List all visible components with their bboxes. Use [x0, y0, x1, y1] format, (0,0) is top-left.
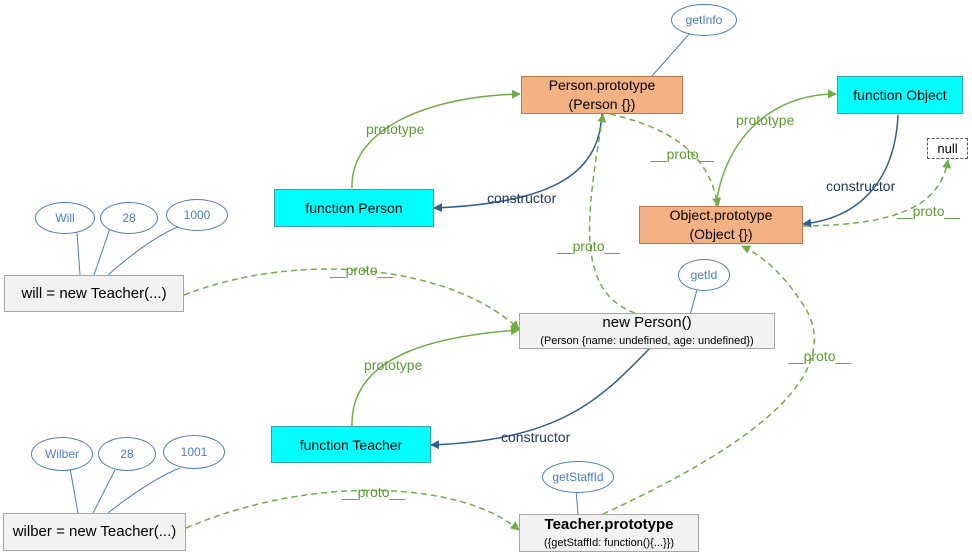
link-getinfo	[651, 32, 691, 77]
edge-teacherproto-proto	[602, 245, 816, 515]
label-object-constructor: constructor	[826, 178, 896, 194]
link-getid	[689, 289, 698, 316]
function-person-node: function Person	[274, 189, 434, 227]
new-person-title: new Person()	[602, 314, 692, 331]
edge-objectproto-proto	[802, 159, 952, 227]
wilber-name-property: Wilber	[31, 437, 93, 471]
edge-teacher-prototype	[351, 326, 520, 427]
label-personproto-proto: __proto__	[651, 146, 715, 162]
label-object-prototype: prototype	[736, 112, 795, 128]
will-name-property: Will	[35, 202, 95, 234]
person-prototype-node: Person.prototype (Person {})	[521, 76, 683, 114]
teacher-prototype-value: ({getStaffId: function(){...}})	[543, 537, 675, 549]
label-teacher-prototype: prototype	[364, 357, 423, 373]
new-person-node: new Person() (Person {name: undefined, a…	[519, 313, 775, 349]
edge-object-constructor	[802, 114, 899, 228]
edge-newperson-proto	[588, 113, 636, 314]
link-will-id	[107, 225, 181, 276]
person-prototype-title: Person.prototype	[548, 77, 656, 93]
label-will-proto: __proto__	[330, 262, 394, 278]
new-person-value: (Person {name: undefined, age: undefined…	[540, 335, 754, 347]
wilber-age-property: 28	[98, 437, 156, 471]
label-person-constructor: constructor	[487, 190, 557, 206]
wilber-instance-label: wilber = new Teacher(...)	[12, 523, 177, 540]
function-teacher-label: function Teacher	[299, 436, 403, 453]
getinfo-property: getInfo	[671, 4, 737, 36]
edge-object-prototype	[715, 89, 837, 207]
edge-will-proto	[183, 268, 520, 330]
edge-wilber-proto	[185, 489, 520, 531]
label-teacher-constructor: constructor	[501, 429, 571, 445]
wilber-id-property: 1001	[163, 435, 225, 469]
object-prototype-node: Object.prototype (Object {})	[639, 206, 803, 244]
getstaffid-property: getStaffId	[542, 461, 614, 493]
teacher-prototype-title: Teacher.prototype	[544, 516, 674, 533]
wilber-instance-node: wilber = new Teacher(...)	[3, 513, 186, 551]
label-objectproto-proto: __proto__	[897, 203, 961, 219]
link-getstaffid	[575, 489, 579, 515]
edge-personproto-proto	[609, 113, 722, 207]
label-person-prototype: prototype	[366, 121, 425, 137]
null-node: null	[927, 138, 968, 159]
function-teacher-node: function Teacher	[271, 426, 431, 463]
function-object-label: function Object	[853, 87, 947, 103]
null-label: null	[937, 140, 958, 156]
link-wilber-age	[92, 469, 116, 514]
edge-person-prototype	[351, 89, 521, 189]
teacher-prototype-node: Teacher.prototype ({getStaffId: function…	[519, 514, 699, 552]
getid-property: getId	[678, 259, 730, 291]
will-instance-label: will = new Teacher(...)	[21, 284, 167, 302]
will-id-property: 1000	[166, 199, 228, 231]
function-object-node: function Object	[837, 76, 963, 114]
edge-teacher-constructor	[430, 347, 651, 450]
label-newperson-proto: __proto__	[557, 238, 621, 254]
will-instance-node: will = new Teacher(...)	[4, 275, 184, 312]
object-prototype-value: (Object {})	[689, 226, 753, 242]
label-teacherproto-proto: __proto__	[788, 348, 852, 364]
edge-person-constructor	[433, 111, 603, 213]
function-person-label: function Person	[305, 200, 403, 216]
object-prototype-title: Object.prototype	[669, 207, 773, 223]
link-wilber-id	[107, 467, 181, 514]
link-wilber-name	[69, 467, 79, 514]
label-wilber-proto: __proto__	[342, 484, 406, 500]
person-prototype-value: (Person {})	[568, 96, 636, 112]
will-age-property: 28	[100, 202, 158, 234]
